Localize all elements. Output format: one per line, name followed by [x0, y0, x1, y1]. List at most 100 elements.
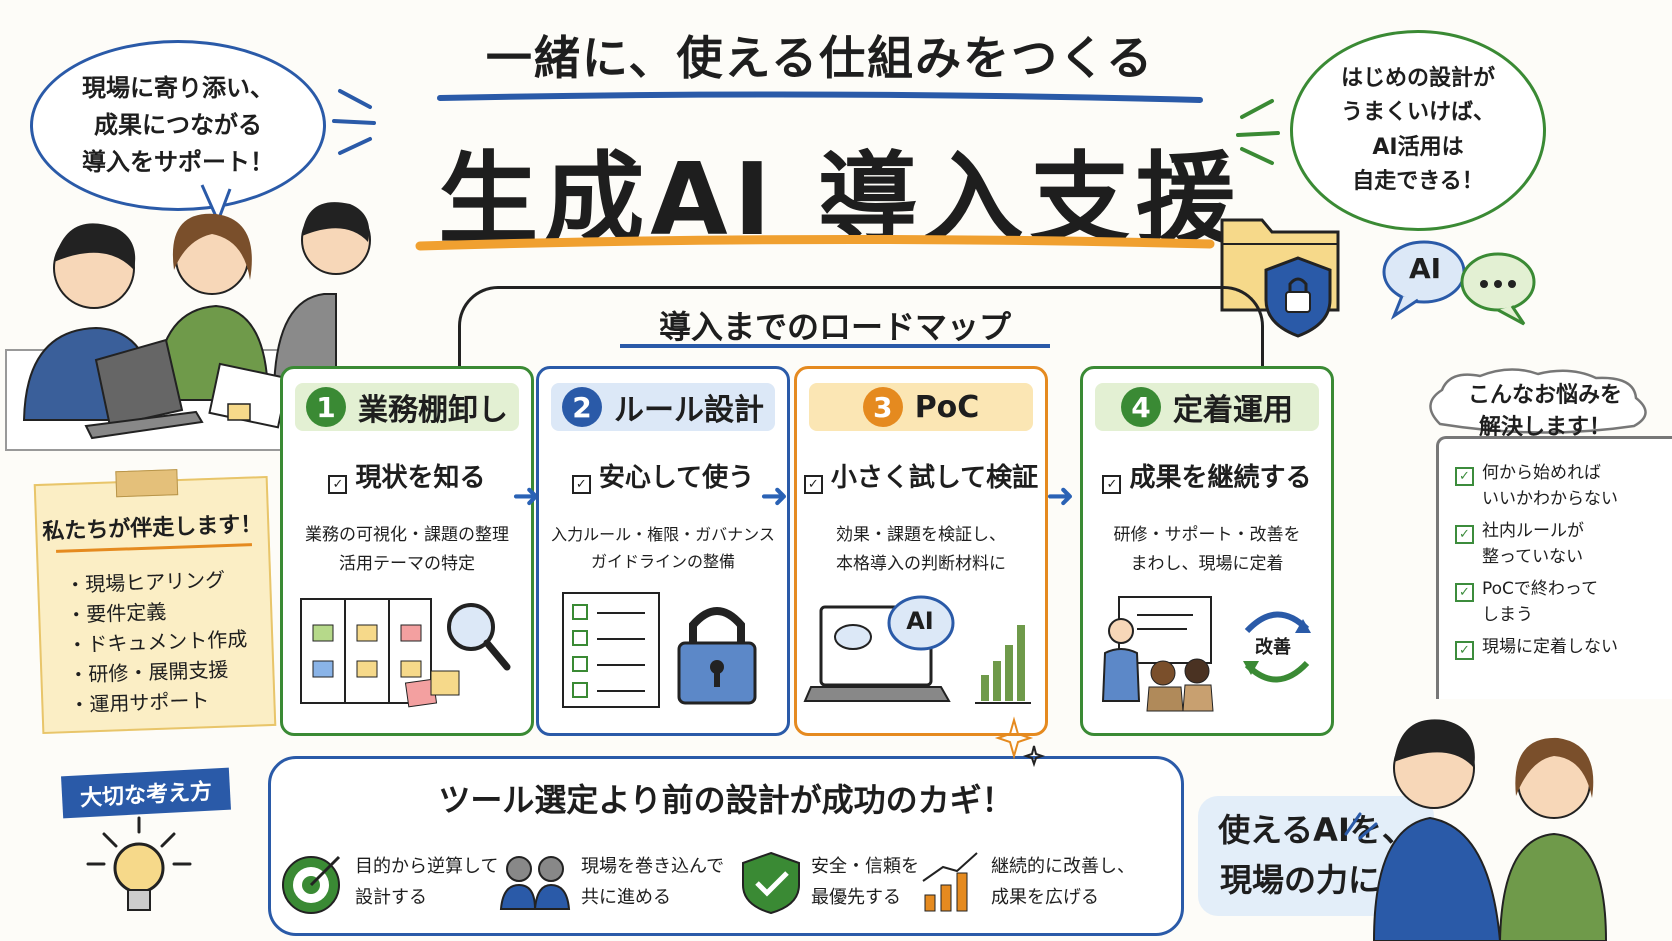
step-header-4: 4 定着運用 [1095, 383, 1319, 431]
support-item-text: 現場ヒアリング [84, 567, 226, 597]
support-item-text: 研修・展開支援 [87, 657, 229, 687]
step-check-3: ✓ 小さく試して検証 [797, 457, 1045, 494]
slogan: 使えるAIを、 現場の力に！ [1198, 796, 1434, 916]
step-label-2: ルール設計 [614, 393, 764, 428]
step-desc-1: 業務の可視化・課題の整理 活用テーマの特定 [305, 525, 509, 574]
concern-text: 現場に定着しない [1482, 637, 1618, 657]
training-cycle-icon [1101, 596, 1311, 712]
checkbox-icon: ✓ [1455, 467, 1474, 486]
key-point-1: 目的から逆算して 設計する [281, 841, 498, 925]
people-icon [499, 856, 571, 910]
key-point-3: 安全・信頼を 最優先する [741, 841, 919, 925]
step-desc-3: 効果・課題を検証し、 本格導入の判断材料に [836, 525, 1006, 574]
concern-text: 何から始めれば いいかわからない [1482, 463, 1618, 509]
step-goal-2: 安心して使う [598, 463, 755, 493]
support-note: 私たちが伴走します！ ・現場ヒアリング ・要件定義 ・ドキュメント作成 ・研修・… [33, 469, 277, 735]
step-label-4: 定着運用 [1173, 393, 1293, 428]
step-label-1: 業務棚卸し [358, 393, 508, 428]
checkbox-icon: ✓ [1455, 525, 1474, 544]
step-check-2: ✓ 安心して使う [539, 457, 787, 494]
concern-text: PoCで終わって しまう [1482, 579, 1599, 625]
roadmap-title: 導入までのロードマップ [620, 302, 1050, 348]
concern-item: ✓ PoCで終わって しまう [1455, 577, 1598, 628]
step-number-2: 2 [562, 387, 602, 427]
step-card-3: 3 PoC ✓ 小さく試して検証 効果・課題を検証し、 本格導入の判断材料に AI [794, 366, 1048, 736]
step-goal-4: 成果を継続する [1129, 463, 1312, 493]
checkbox-icon: ✓ [1455, 641, 1474, 660]
checklist-lock-icon [562, 592, 757, 708]
right-bubble-text: はじめの設計が うまくいけば、 AI活用は 自走できる！ [1340, 66, 1495, 194]
concerns-title: こんなお悩みを 解決します！ [1467, 383, 1622, 440]
kanban-board-icon [300, 598, 511, 708]
support-item: ・現場ヒアリング [64, 567, 226, 598]
step-label-3: PoC [914, 389, 980, 425]
arrow-right-icon: ➜ [760, 476, 789, 516]
step-card-2: 2 ルール設計 ✓ 安心して使う 入力ルール・権限・ガバナンス ガイドラインの整備 [536, 366, 790, 736]
arrow-right-icon: ➜ [512, 476, 541, 516]
step-number-4: 4 [1121, 387, 1161, 427]
support-title: 私たちが伴走します！ [41, 512, 263, 545]
arrow-right-icon: ➜ [1046, 476, 1075, 516]
step-check-1: ✓ 現状を知る [283, 457, 531, 494]
two-people-illustration [1372, 719, 1608, 941]
concern-cloud [1429, 368, 1647, 434]
support-item-text: ドキュメント作成 [86, 626, 248, 657]
concern-item: ✓ 現場に定着しない [1455, 635, 1618, 661]
emphasis-lines-left [332, 89, 376, 155]
roadmap-frame [458, 286, 1264, 369]
concern-item: ✓社内ルールが 整っていない [1455, 519, 1584, 570]
emphasis-lines-slogan [1344, 812, 1378, 840]
laptop-ai-icon [803, 595, 1031, 704]
key-point-text: 目的から逆算して 設計する [355, 856, 499, 908]
lightbulb-icon [86, 816, 192, 911]
ai-chat-icon [1382, 240, 1536, 326]
left-speech-bubble: 現場に寄り添い、 成果につながる 導入をサポート！ [30, 40, 326, 211]
concern-item: ✓ 何から始めれば いいかわからない [1455, 461, 1618, 512]
key-point-text: 継続的に改善し、 成果を広げる [991, 856, 1135, 908]
step-header-1: 1 業務棚卸し [295, 383, 519, 431]
key-point-2: 現場を巻き込んで 共に進める [499, 841, 725, 925]
step-check-4: ✓ 成果を継続する [1083, 457, 1331, 494]
key-idea-label: 大切な考え方 [61, 767, 231, 819]
checkbox-icon: ✓ [1102, 475, 1122, 494]
orange-underline [415, 234, 1215, 251]
poc-ai-label: AI [906, 607, 934, 635]
checkbox-icon: ✓ [571, 475, 591, 494]
step-number-1: 1 [306, 387, 346, 427]
support-item: ・研修・展開支援 [67, 657, 229, 688]
team-illustration [5, 202, 371, 451]
support-title-underline [56, 543, 253, 553]
step-desc-4: 研修・サポート・改善を まわし、現場に定着 [1113, 525, 1301, 574]
target-icon [282, 855, 341, 914]
support-item: ・運用サポート [69, 688, 210, 718]
secure-folder-icon [1220, 218, 1340, 338]
checkbox-icon: ✓ [803, 475, 823, 494]
key-idea-title: ツール選定より前の設計が成功のカギ！ [438, 781, 1014, 819]
key-idea-box: ツール選定より前の設計が成功のカギ！ 目的から逆算して 設計する 現場を巻き込ん… [268, 756, 1184, 936]
sparkle-icon [994, 716, 1046, 768]
support-item-text: 要件定義 [85, 599, 167, 627]
emphasis-lines-right [1236, 99, 1280, 165]
roadmap-title-underline [620, 344, 1050, 348]
support-item-text: 運用サポート [89, 688, 210, 717]
step-header-2: 2 ルール設計 [551, 383, 775, 431]
checkbox-icon: ✓ [328, 475, 348, 494]
concerns-box: ✓ 何から始めれば いいかわからない ✓社内ルールが 整っていない ✓ PoCで終わ… [1436, 436, 1672, 699]
right-speech-bubble: はじめの設計が うまくいけば、 AI活用は 自走できる！ [1290, 30, 1546, 231]
page-subtitle: 一緒に、使える仕組みをつくる [485, 31, 1155, 85]
step-number-3: 3 [862, 387, 903, 427]
shield-icon [742, 851, 800, 915]
step-goal-1: 現状を知る [355, 463, 486, 493]
step-desc-2: 入力ルール・権限・ガバナンス ガイドラインの整備 [551, 525, 775, 572]
ai-chat-label: AI [1408, 252, 1442, 285]
growth-chart-icon [922, 852, 978, 912]
step-goal-3: 小さく試して検証 [830, 463, 1039, 493]
checkbox-icon: ✓ [1455, 583, 1474, 602]
step-header-3: 3 PoC [809, 383, 1033, 431]
key-point-text: 安全・信頼を 最優先する [811, 856, 919, 908]
key-point-text: 現場を巻き込んで 共に進める [581, 856, 725, 908]
support-item: ・要件定義 [65, 599, 167, 628]
tape-icon [115, 469, 179, 498]
step-card-1: 1 業務棚卸し ✓ 現状を知る 業務の可視化・課題の整理 活用テーマの特定 [280, 366, 534, 736]
cycle-label: 改善 [1255, 637, 1291, 658]
